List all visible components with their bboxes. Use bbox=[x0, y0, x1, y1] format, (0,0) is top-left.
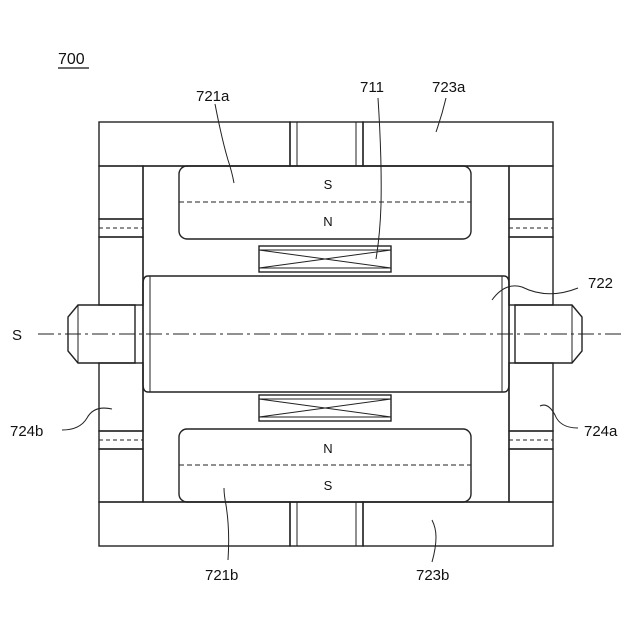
leader-721a bbox=[215, 104, 234, 183]
magnet-top-pole-lower: N bbox=[323, 214, 332, 229]
figure-number: 700 bbox=[58, 51, 85, 68]
housing-top-plate bbox=[99, 122, 553, 166]
coil-bottom bbox=[259, 395, 391, 421]
label-724a: 724a bbox=[584, 423, 618, 440]
magnet-bottom: N S bbox=[179, 429, 471, 502]
leader-723b bbox=[432, 520, 436, 562]
leader-722 bbox=[492, 286, 578, 300]
leader-723a bbox=[436, 98, 446, 132]
label-711: 711 bbox=[360, 79, 384, 96]
coil-top bbox=[259, 246, 391, 272]
label-723b: 723b bbox=[416, 567, 449, 584]
label-723a: 723a bbox=[432, 79, 466, 96]
leader-724a bbox=[540, 405, 578, 428]
leader-lines bbox=[62, 98, 578, 562]
leader-721b bbox=[224, 488, 229, 560]
magnet-bottom-pole-lower: S bbox=[324, 478, 333, 493]
label-724b: 724b bbox=[10, 423, 43, 440]
magnet-bottom-pole-upper: N bbox=[323, 441, 332, 456]
housing-bottom-plate bbox=[99, 502, 553, 546]
magnet-top-pole-upper: S bbox=[324, 177, 333, 192]
axis-label-s: S bbox=[12, 327, 22, 344]
leader-724b bbox=[62, 408, 112, 430]
label-721a: 721a bbox=[196, 88, 230, 105]
magnet-top: S N bbox=[179, 166, 471, 239]
label-721b: 721b bbox=[205, 567, 238, 584]
label-722: 722 bbox=[588, 275, 613, 292]
